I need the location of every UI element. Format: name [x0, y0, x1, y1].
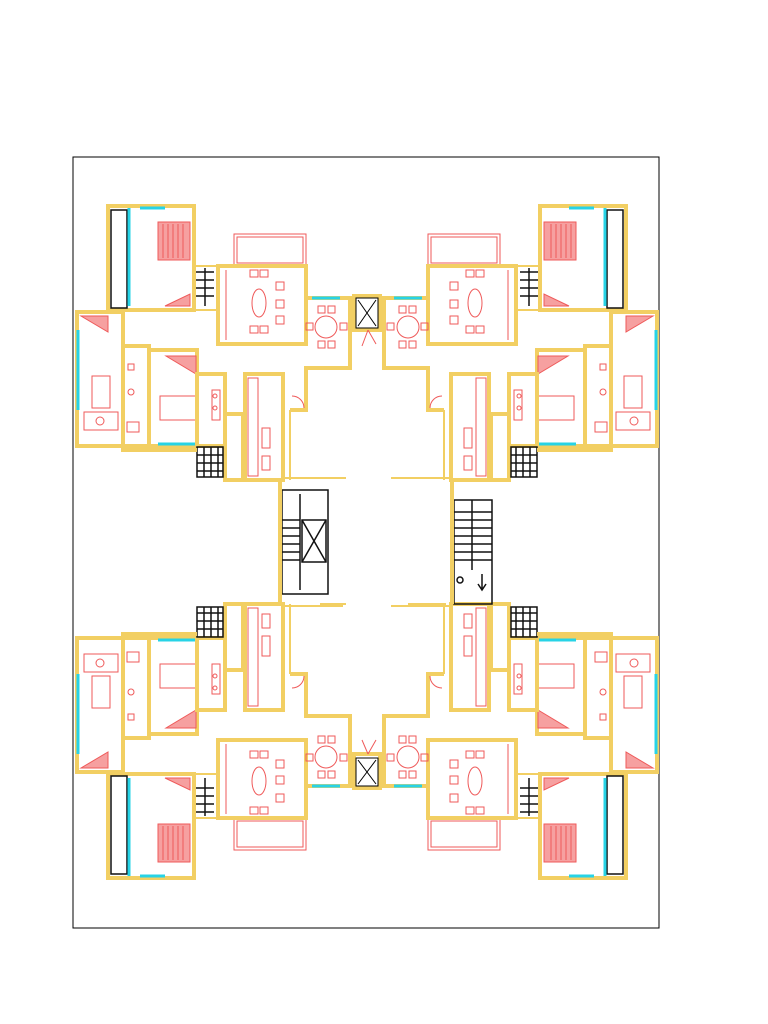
stair-core-left: [278, 477, 346, 605]
lift-core-top: [352, 294, 382, 347]
drawing-frame: [72, 156, 660, 929]
apartment-pair-bottom-left: [75, 602, 352, 880]
stair-core-right: [408, 477, 493, 605]
apartment-pair-bottom-right: [382, 602, 659, 880]
apartment-pair-top-left: [75, 204, 352, 482]
apartment-pair-top-right: [382, 204, 659, 482]
lift-core-bottom: [352, 739, 382, 790]
